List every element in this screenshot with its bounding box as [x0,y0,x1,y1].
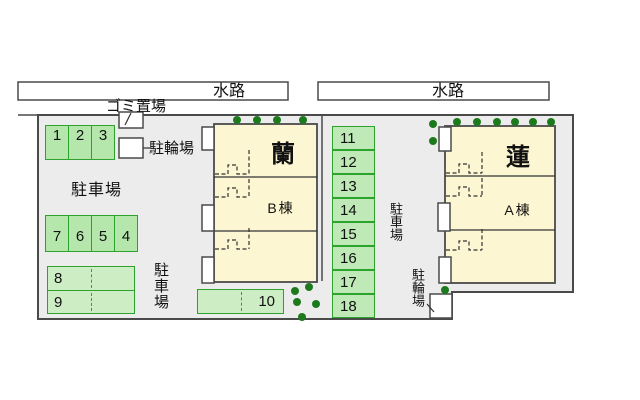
slot-divider [241,292,242,311]
building-a-name: 蓮 [506,144,530,171]
garbage-area-label: ゴミ置場 [106,98,167,115]
parking-slot-6: 6 [68,215,92,252]
entrance-mark [446,163,482,174]
parking-slot-10: 10 [197,289,284,314]
tree-dot [453,118,461,126]
tree-dot [233,116,241,124]
parking-slot-11: 11 [332,126,375,150]
tree-dot [273,116,281,124]
waterway-label-right: 水路 [432,83,465,100]
tree-dot [298,313,306,321]
entrance-mark [215,164,248,175]
building-a-stair-box [438,256,452,284]
parking-slot-8: 8 [47,266,135,291]
parking-slot-13: 13 [332,174,375,198]
entrance-mark [446,240,482,251]
parking-lot-label-right: 駐車場 [388,202,403,241]
bicycle-parking-label-top: 駐輪場 [149,140,195,157]
tree-dot [305,283,313,291]
bicycle-parking-label-bottom: 駐輪場 [410,268,425,307]
building-b-outline [213,123,318,283]
slot-divider [91,269,92,288]
bicycle-parking-box-bottom [429,293,453,319]
parking-slot-18: 18 [332,294,375,318]
stair-boxes [201,126,452,284]
bicycle-bottom-leader-line [426,303,435,313]
entrance-mark [215,187,248,198]
parking-slot-17: 17 [332,270,375,294]
building-b-stair-box [201,204,215,232]
tree-dots [233,116,555,321]
tree-dot [253,116,261,124]
parking-slot-3: 3 [91,125,115,160]
building-b-block-label: B棟 [267,200,295,216]
entrance-mark [446,186,482,197]
tree-dot [429,137,437,145]
entrance-dashed-marks [215,150,483,251]
parking-slot-1: 1 [45,125,69,160]
parking-lot-label-mid: 駐車場 [152,262,169,310]
building-b-stair-box [201,256,215,284]
parking-slot-5: 5 [91,215,115,252]
waterway-label-left: 水路 [213,83,246,100]
tree-dot [293,298,301,306]
parking-slot-16: 16 [332,246,375,270]
tree-dot [511,118,519,126]
building-b-stair-box [201,126,215,151]
parking-lot-label-left: 駐車場 [71,182,123,199]
parking-slot-2: 2 [68,125,92,160]
tree-dot [312,300,320,308]
parking-slot-4: 4 [114,215,138,252]
tree-dot [429,120,437,128]
tree-dot [299,116,307,124]
parking-slot-14: 14 [332,198,375,222]
waterway-band-left [17,81,289,101]
bicycle-parking-box-top [118,137,144,159]
tree-dot [291,287,299,295]
building-a-stair-box [437,202,451,232]
tree-dot [473,118,481,126]
waterway-band-right [317,81,550,101]
garbage-leader-line [124,112,132,126]
leader-lines [124,112,435,313]
tree-dot [441,286,449,294]
parking-slot-12: 12 [332,150,375,174]
slot-divider [91,293,92,311]
tree-dot [493,118,501,126]
building-a-stair-box [438,126,452,152]
building-a-block-label: A棟 [504,202,532,218]
tree-dot [547,118,555,126]
building-b-name: 蘭 [271,141,295,168]
entrance-mark [215,239,248,250]
parking-slot-7: 7 [45,215,69,252]
tree-dot [529,118,537,126]
parking-slot-9: 9 [47,290,135,314]
parking-slot-15: 15 [332,222,375,246]
